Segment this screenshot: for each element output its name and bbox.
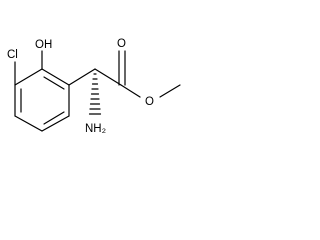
- stereo-hash-wedge-bond: [88, 73, 102, 115]
- bond-ccarbonyl-oester: [120, 84, 141, 98]
- molecule-drawing: Cl OH O O NH₂: [7, 38, 181, 135]
- bond-c1-calpha: [68, 68, 96, 86]
- bond-oester-methyl: [159, 84, 181, 98]
- structure-canvas: Cl OH O O NH₂: [7, 38, 181, 135]
- ester-oxygen-label: O: [145, 96, 154, 108]
- chlorine-label: Cl: [7, 49, 18, 61]
- hydroxyl-label: OH: [35, 39, 52, 51]
- carbonyl-oxygen-label: O: [117, 38, 126, 50]
- ring-bond-c5-c6: [41, 115, 70, 132]
- bond-calpha-ccarbonyl: [94, 68, 122, 86]
- ring-double-bond-inner-3: [43, 111, 65, 125]
- ring-bond-c1-c2: [41, 68, 70, 86]
- benzene-ring: [14, 68, 70, 132]
- amino-group-label: NH₂: [85, 123, 106, 135]
- ring-double-bond-inner-1: [43, 76, 65, 90]
- ring-bond-c4-c5: [14, 115, 43, 132]
- ring-bond-c2-c3: [14, 68, 43, 86]
